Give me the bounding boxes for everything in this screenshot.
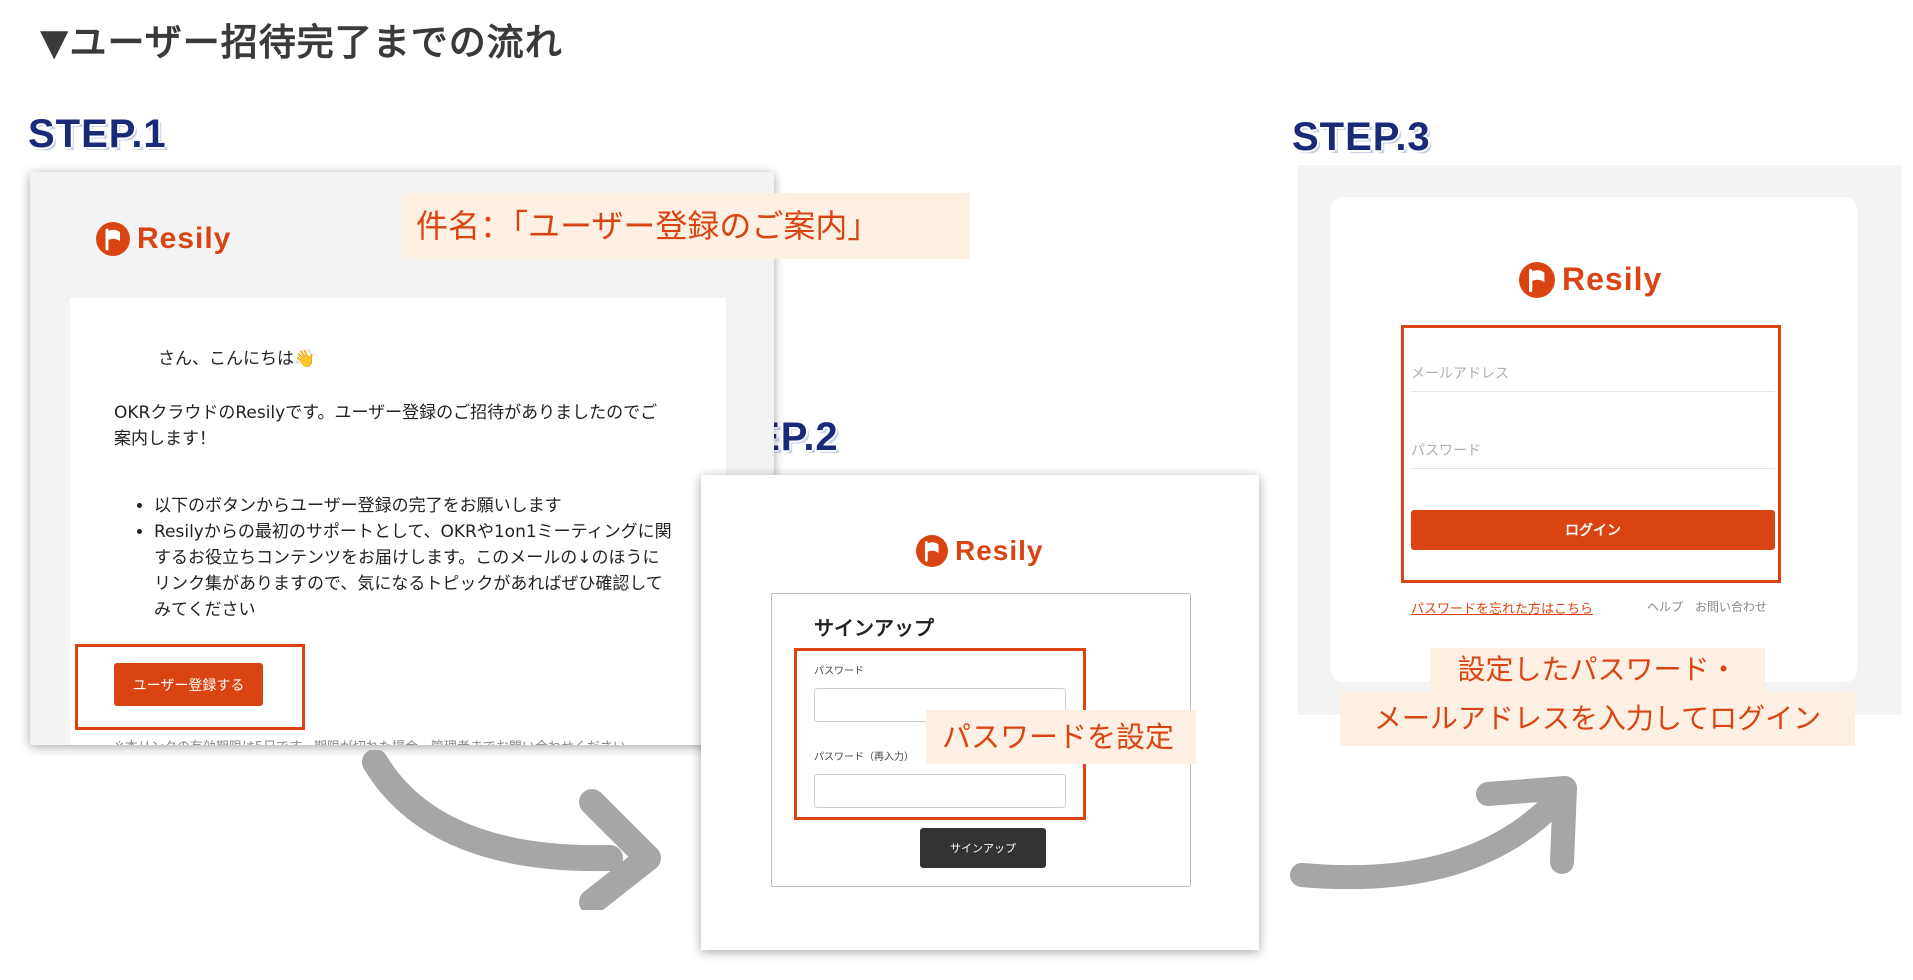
login-callout-line2: メールアドレスを入力してログイン	[1340, 692, 1855, 746]
email-content: さん、こんにちは👋 OKRクラウドのResilyです。ユーザー登録のご招待があり…	[70, 298, 726, 745]
register-button[interactable]: ユーザー登録する	[114, 663, 263, 706]
signup-form-card: サインアップ パスワード パスワード（再入力） サインアップ	[771, 593, 1191, 887]
contact-link[interactable]: お問い合わせ	[1695, 600, 1768, 614]
signup-button[interactable]: サインアップ	[920, 828, 1046, 868]
login-screenshot: Resily メールアドレス パスワード ログイン パスワードを忘れた方はこちら…	[1297, 165, 1901, 715]
email-greeting: さん、こんにちは👋	[158, 349, 316, 369]
password-confirm-label: パスワード（再入力）	[814, 752, 914, 763]
flag-icon	[96, 222, 130, 256]
logo-text: Resily	[137, 222, 232, 255]
list-item: 以下のボタンからユーザー登録の完了をお願いします	[154, 493, 674, 519]
password-input[interactable]: パスワード	[1411, 434, 1775, 469]
login-callout-line1: 設定したパスワード・	[1430, 648, 1765, 692]
resily-logo: Resily	[916, 535, 1044, 567]
password-confirm-input[interactable]	[814, 774, 1066, 808]
email-intro: OKRクラウドのResilyです。ユーザー登録のご招待がありましたのでご案内しま…	[114, 403, 658, 449]
forgot-password-link[interactable]: パスワードを忘れた方はこちら	[1411, 602, 1594, 617]
email-footnote: ※本リンクの有効期限は5日です。期限が切れた場合、管理者までお問い合わせください…	[114, 736, 639, 745]
curved-arrow-up-right-icon	[1290, 776, 1577, 890]
resily-logo: Resily	[96, 222, 231, 256]
signup-heading: サインアップ	[814, 616, 934, 640]
logo-text: Resily	[955, 535, 1044, 566]
curved-arrow-right-icon	[362, 750, 661, 910]
email-bullet-list: 以下のボタンからユーザー登録の完了をお願いします Resilyからの最初のサポー…	[114, 493, 674, 623]
step1-label: STEP.1	[28, 112, 167, 156]
page-title: ▼ユーザー招待完了までの流れ	[40, 21, 563, 64]
email-subject-callout: 件名：「ユーザー登録のご案内」	[402, 193, 970, 259]
login-card: Resily メールアドレス パスワード ログイン パスワードを忘れた方はこちら…	[1331, 197, 1857, 682]
login-form-highlight	[1401, 325, 1781, 583]
flag-icon	[1519, 261, 1555, 298]
flag-icon	[916, 535, 948, 567]
resily-logo: Resily	[1519, 261, 1662, 298]
logo-text: Resily	[1562, 261, 1663, 297]
password-callout: パスワードを設定	[926, 710, 1196, 764]
invitation-email-screenshot: Resily さん、こんにちは👋 OKRクラウドのResilyです。ユーザー登録…	[30, 172, 774, 745]
step3-label: STEP.3	[1292, 115, 1431, 159]
login-button[interactable]: ログイン	[1411, 510, 1775, 550]
list-item: Resilyからの最初のサポートとして、OKRや1on1ミーティングに関するお役…	[154, 519, 674, 623]
help-link[interactable]: ヘルプ	[1647, 600, 1684, 614]
register-button-highlight	[75, 644, 305, 730]
email-input[interactable]: メールアドレス	[1411, 357, 1775, 392]
password-label: パスワード	[814, 666, 864, 677]
